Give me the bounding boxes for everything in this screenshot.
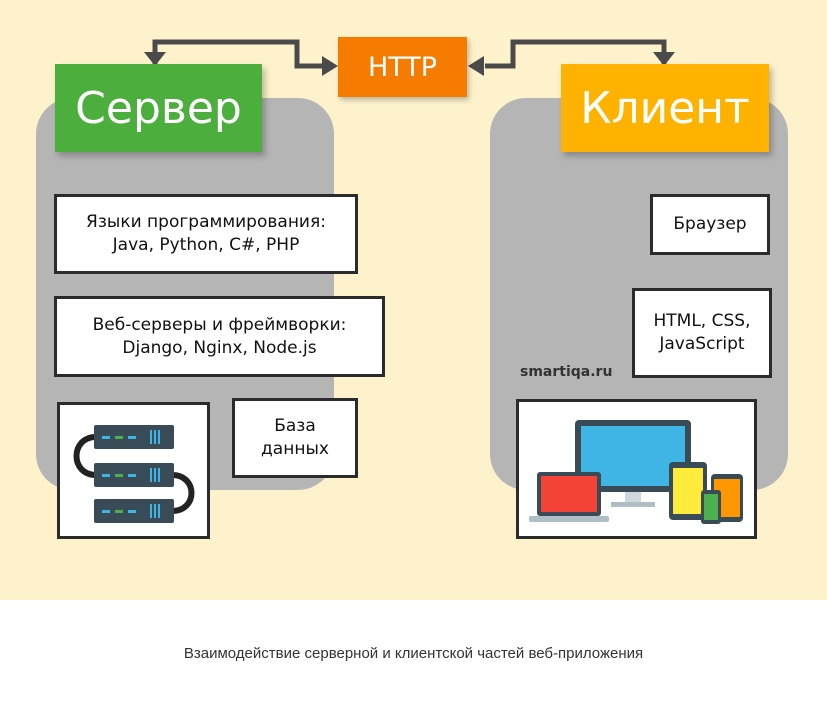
arrow-left bbox=[152, 39, 324, 69]
languages-card: Языки программирования: Java, Python, C#… bbox=[54, 194, 358, 274]
figure-caption: Взаимодействие серверной и клиентской ча… bbox=[183, 645, 644, 662]
http-label: HTTP bbox=[338, 37, 467, 97]
devices-image bbox=[516, 399, 757, 539]
client-title: Клиент bbox=[561, 64, 769, 152]
arrow-right-head-client bbox=[653, 52, 675, 66]
browser-card: Браузер bbox=[650, 194, 770, 255]
server-rack-icon bbox=[73, 425, 195, 523]
connection-arrows bbox=[144, 39, 675, 76]
server-rack-image bbox=[57, 402, 210, 539]
webservers-card: Веб-серверы и фреймворки: Django, Nginx,… bbox=[54, 296, 385, 377]
watermark: smartiqa.ru bbox=[520, 364, 613, 380]
arrow-left-head-server bbox=[144, 52, 166, 66]
server-title: Сервер bbox=[55, 64, 262, 152]
diagram-canvas: HTTP Сервер Клиент Языки программировани… bbox=[0, 0, 827, 600]
database-card: База данных bbox=[232, 398, 358, 478]
html-css-js-card: HTML, CSS, JavaScript bbox=[632, 288, 772, 378]
arrow-right bbox=[485, 39, 667, 69]
arrow-right-head-http bbox=[468, 56, 484, 76]
devices-icon bbox=[529, 420, 743, 524]
arrow-left-head-http bbox=[322, 56, 338, 76]
